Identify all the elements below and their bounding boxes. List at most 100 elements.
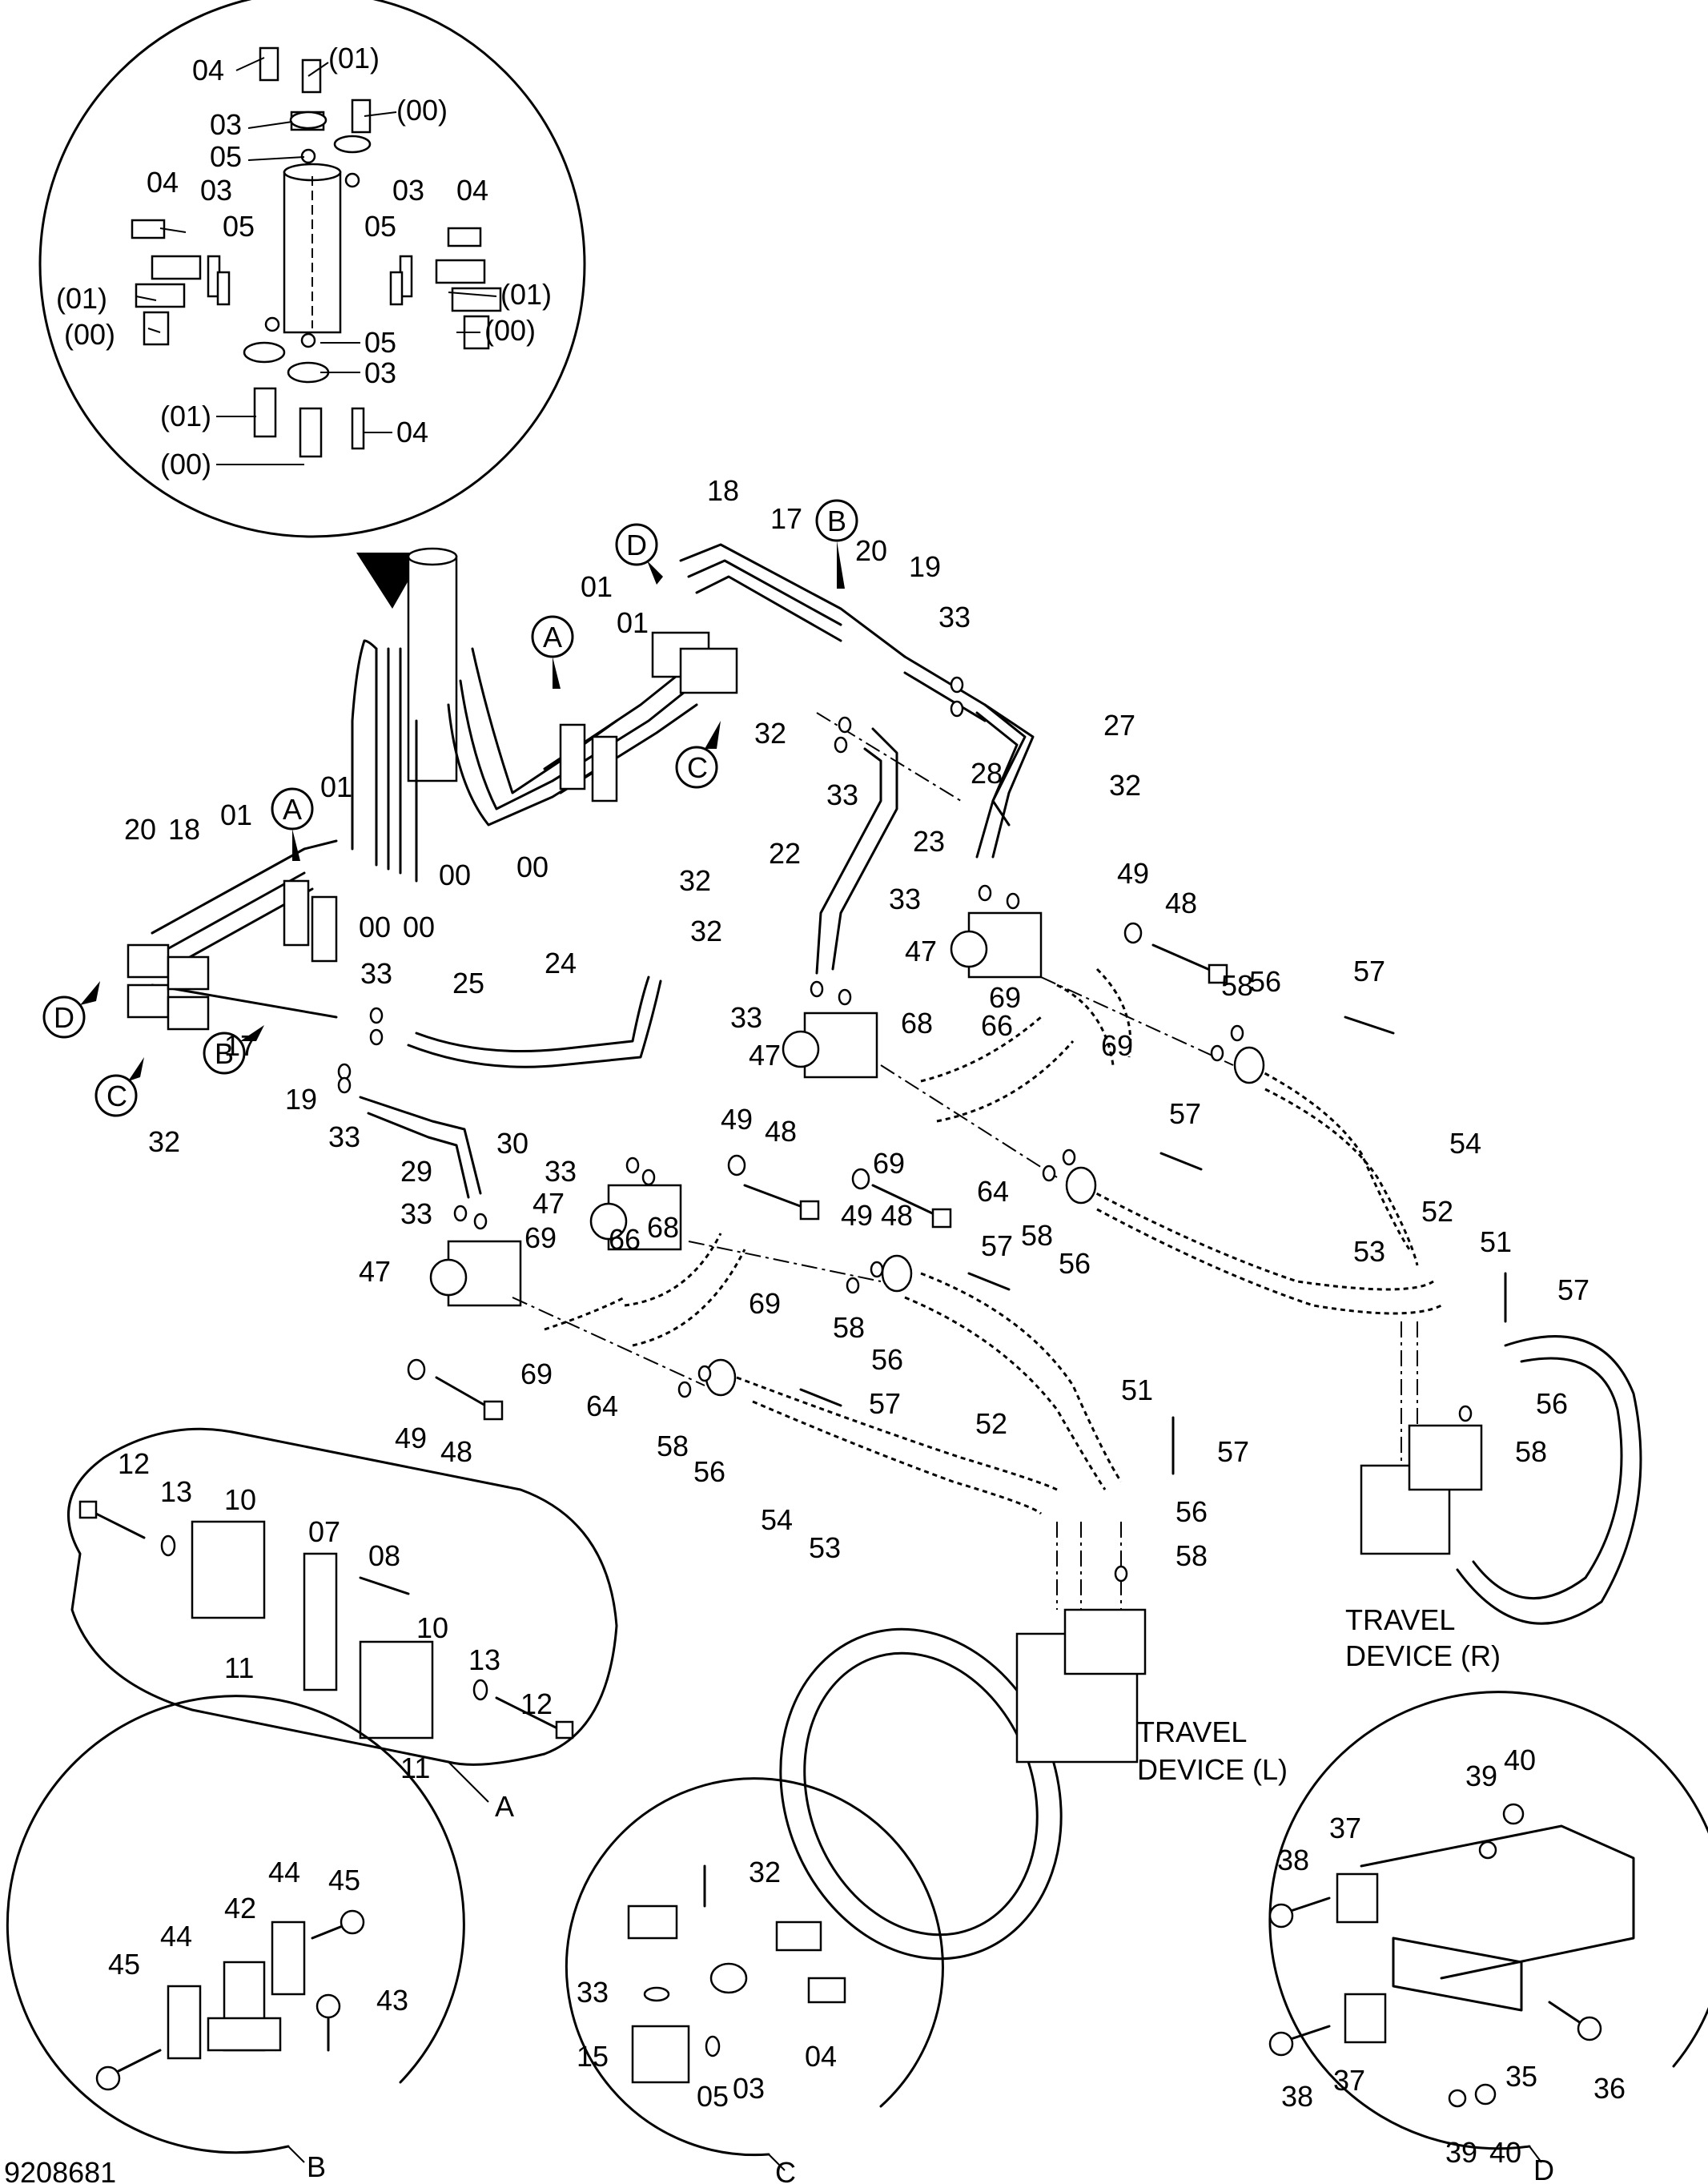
label-33: 33 (400, 1197, 432, 1230)
label-15: 15 (577, 2040, 609, 2073)
label-51: 51 (1121, 1374, 1153, 1406)
label-23: 23 (913, 825, 945, 858)
label-18: 18 (168, 813, 200, 846)
label-69: 69 (873, 1147, 905, 1180)
label-00: 00 (439, 859, 471, 891)
label-01: (01) (160, 400, 211, 432)
label-64: 64 (977, 1175, 1009, 1208)
label-58: 58 (1515, 1435, 1547, 1468)
label-11: 11 (224, 1651, 254, 1684)
label-33: 33 (328, 1120, 360, 1153)
label-45: 45 (108, 1948, 140, 1981)
label-64: 64 (586, 1390, 618, 1422)
travel-device-l-line1: TRAVEL (1137, 1715, 1247, 1748)
label-33: 33 (730, 1001, 762, 1034)
label-53: 53 (1353, 1235, 1385, 1268)
travel-device-left (779, 1608, 1147, 1961)
label-49: 49 (1117, 857, 1149, 890)
washer-49 (407, 922, 1143, 1381)
label-47: 47 (359, 1255, 391, 1288)
label-12: 12 (520, 1687, 553, 1720)
label-01: (01) (328, 42, 380, 74)
label-48: 48 (440, 1435, 472, 1468)
travel-device-r-line2: DEVICE (R) (1345, 1639, 1501, 1672)
label-01: 01 (617, 606, 649, 639)
label-19: 19 (285, 1083, 317, 1116)
label-37: 37 (1329, 1812, 1361, 1844)
bolt-57 (799, 1016, 1507, 1475)
label-28: 28 (971, 757, 1003, 790)
callout-d: D (626, 529, 647, 561)
label-25: 25 (452, 967, 484, 999)
label-30: 30 (496, 1127, 528, 1160)
label-13: 13 (468, 1643, 500, 1676)
callout-a: A (543, 621, 562, 654)
label-20: 20 (124, 813, 156, 846)
label-49: 49 (841, 1199, 873, 1232)
label-17: 17 (770, 502, 802, 535)
label-04: 04 (456, 174, 488, 207)
label-37: 37 (1333, 2064, 1365, 2097)
valve-block-47-c (589, 1184, 682, 1251)
callout-a: A (283, 793, 302, 826)
detail-swivel-joint: 04 (01) (00) 03 05 04 03 05 05 03 04 (01… (38, 0, 586, 609)
label-69: 69 (989, 981, 1021, 1014)
label-20: 20 (855, 534, 887, 567)
label-57: 57 (981, 1229, 1013, 1262)
detail-b-label: B (307, 2150, 326, 2183)
label-01: 01 (220, 798, 252, 831)
label-32: 32 (1109, 769, 1141, 802)
label-47: 47 (749, 1039, 781, 1072)
detail-b: B 45 44 42 44 45 43 (6, 1695, 465, 2183)
label-69: 69 (749, 1287, 781, 1320)
detail-c-label: C (775, 2156, 796, 2184)
label-03: 03 (210, 108, 242, 141)
label-48: 48 (765, 1115, 797, 1148)
label-01: 01 (320, 770, 352, 803)
label-56: 56 (693, 1455, 725, 1488)
label-68: 68 (901, 1007, 933, 1040)
detail-a-label: A (495, 1790, 514, 1823)
travel-device-r-line1: TRAVEL (1345, 1603, 1455, 1636)
label-48: 48 (1165, 887, 1197, 919)
label-00: (00) (396, 94, 448, 127)
label-33: 33 (577, 1976, 609, 2009)
callout-c: C (106, 1080, 127, 1112)
label-05: 05 (364, 210, 396, 243)
label-58: 58 (1221, 969, 1253, 1002)
detail-a: A 12 13 10 07 08 11 10 13 12 11 (67, 1427, 618, 1823)
label-08: 08 (368, 1539, 400, 1572)
o-rings (337, 676, 1473, 1583)
label-33: 33 (889, 883, 921, 915)
valve-block-47-d (429, 1240, 522, 1307)
flange-56 (705, 1046, 1265, 1397)
label-13: 13 (160, 1475, 192, 1508)
label-32: 32 (754, 717, 786, 750)
label-33: 33 (360, 957, 392, 990)
label-57: 57 (1353, 955, 1385, 987)
label-33: 33 (826, 778, 858, 811)
label-57: 57 (1169, 1097, 1201, 1130)
label-32: 32 (148, 1125, 180, 1158)
label-01: 01 (581, 570, 613, 603)
label-11: 11 (400, 1752, 430, 1784)
label-68: 68 (647, 1211, 679, 1244)
label-05: 05 (697, 2080, 729, 2113)
label-56: 56 (1249, 965, 1281, 998)
label-49: 49 (721, 1103, 753, 1136)
label-69: 69 (1101, 1029, 1133, 1062)
label-17: 17 (224, 1029, 256, 1062)
label-40: 40 (1504, 1744, 1536, 1776)
label-32: 32 (679, 864, 711, 897)
detail-d-label: D (1533, 2154, 1554, 2184)
label-05: 05 (364, 326, 396, 359)
label-53: 53 (809, 1531, 841, 1564)
label-58: 58 (1021, 1219, 1053, 1252)
label-22: 22 (769, 837, 801, 870)
label-04: 04 (396, 416, 428, 448)
label-24: 24 (545, 947, 577, 979)
callout-b: B (827, 505, 846, 537)
travel-device-right (1360, 1335, 1642, 1625)
document-id: 9208681 (4, 2156, 116, 2184)
label-32: 32 (749, 1856, 781, 1888)
